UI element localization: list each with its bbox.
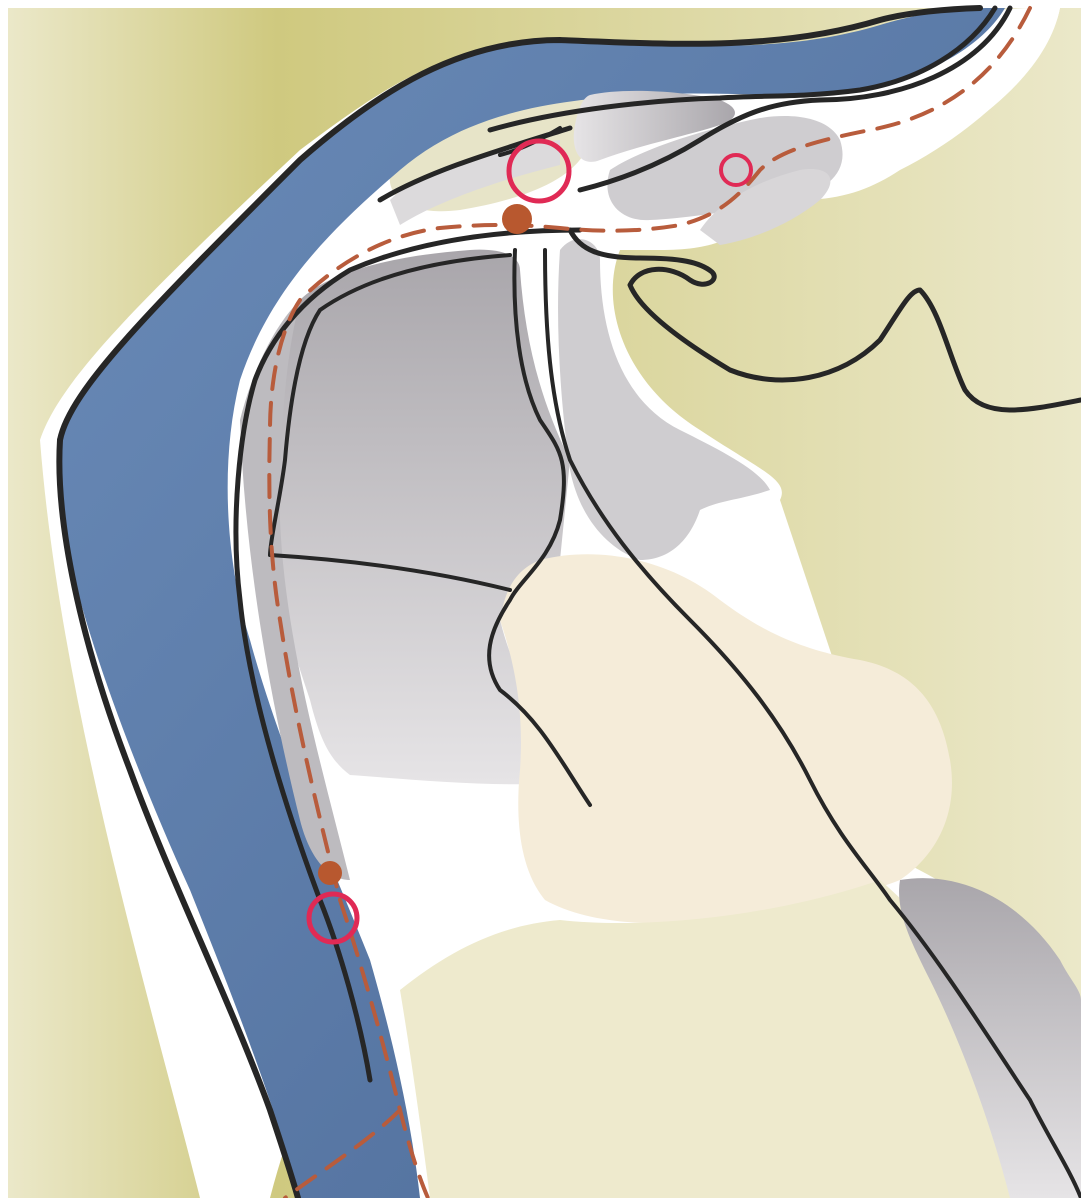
superior-dot[interactable] [502,204,532,234]
lateral-dot[interactable] [318,861,342,885]
